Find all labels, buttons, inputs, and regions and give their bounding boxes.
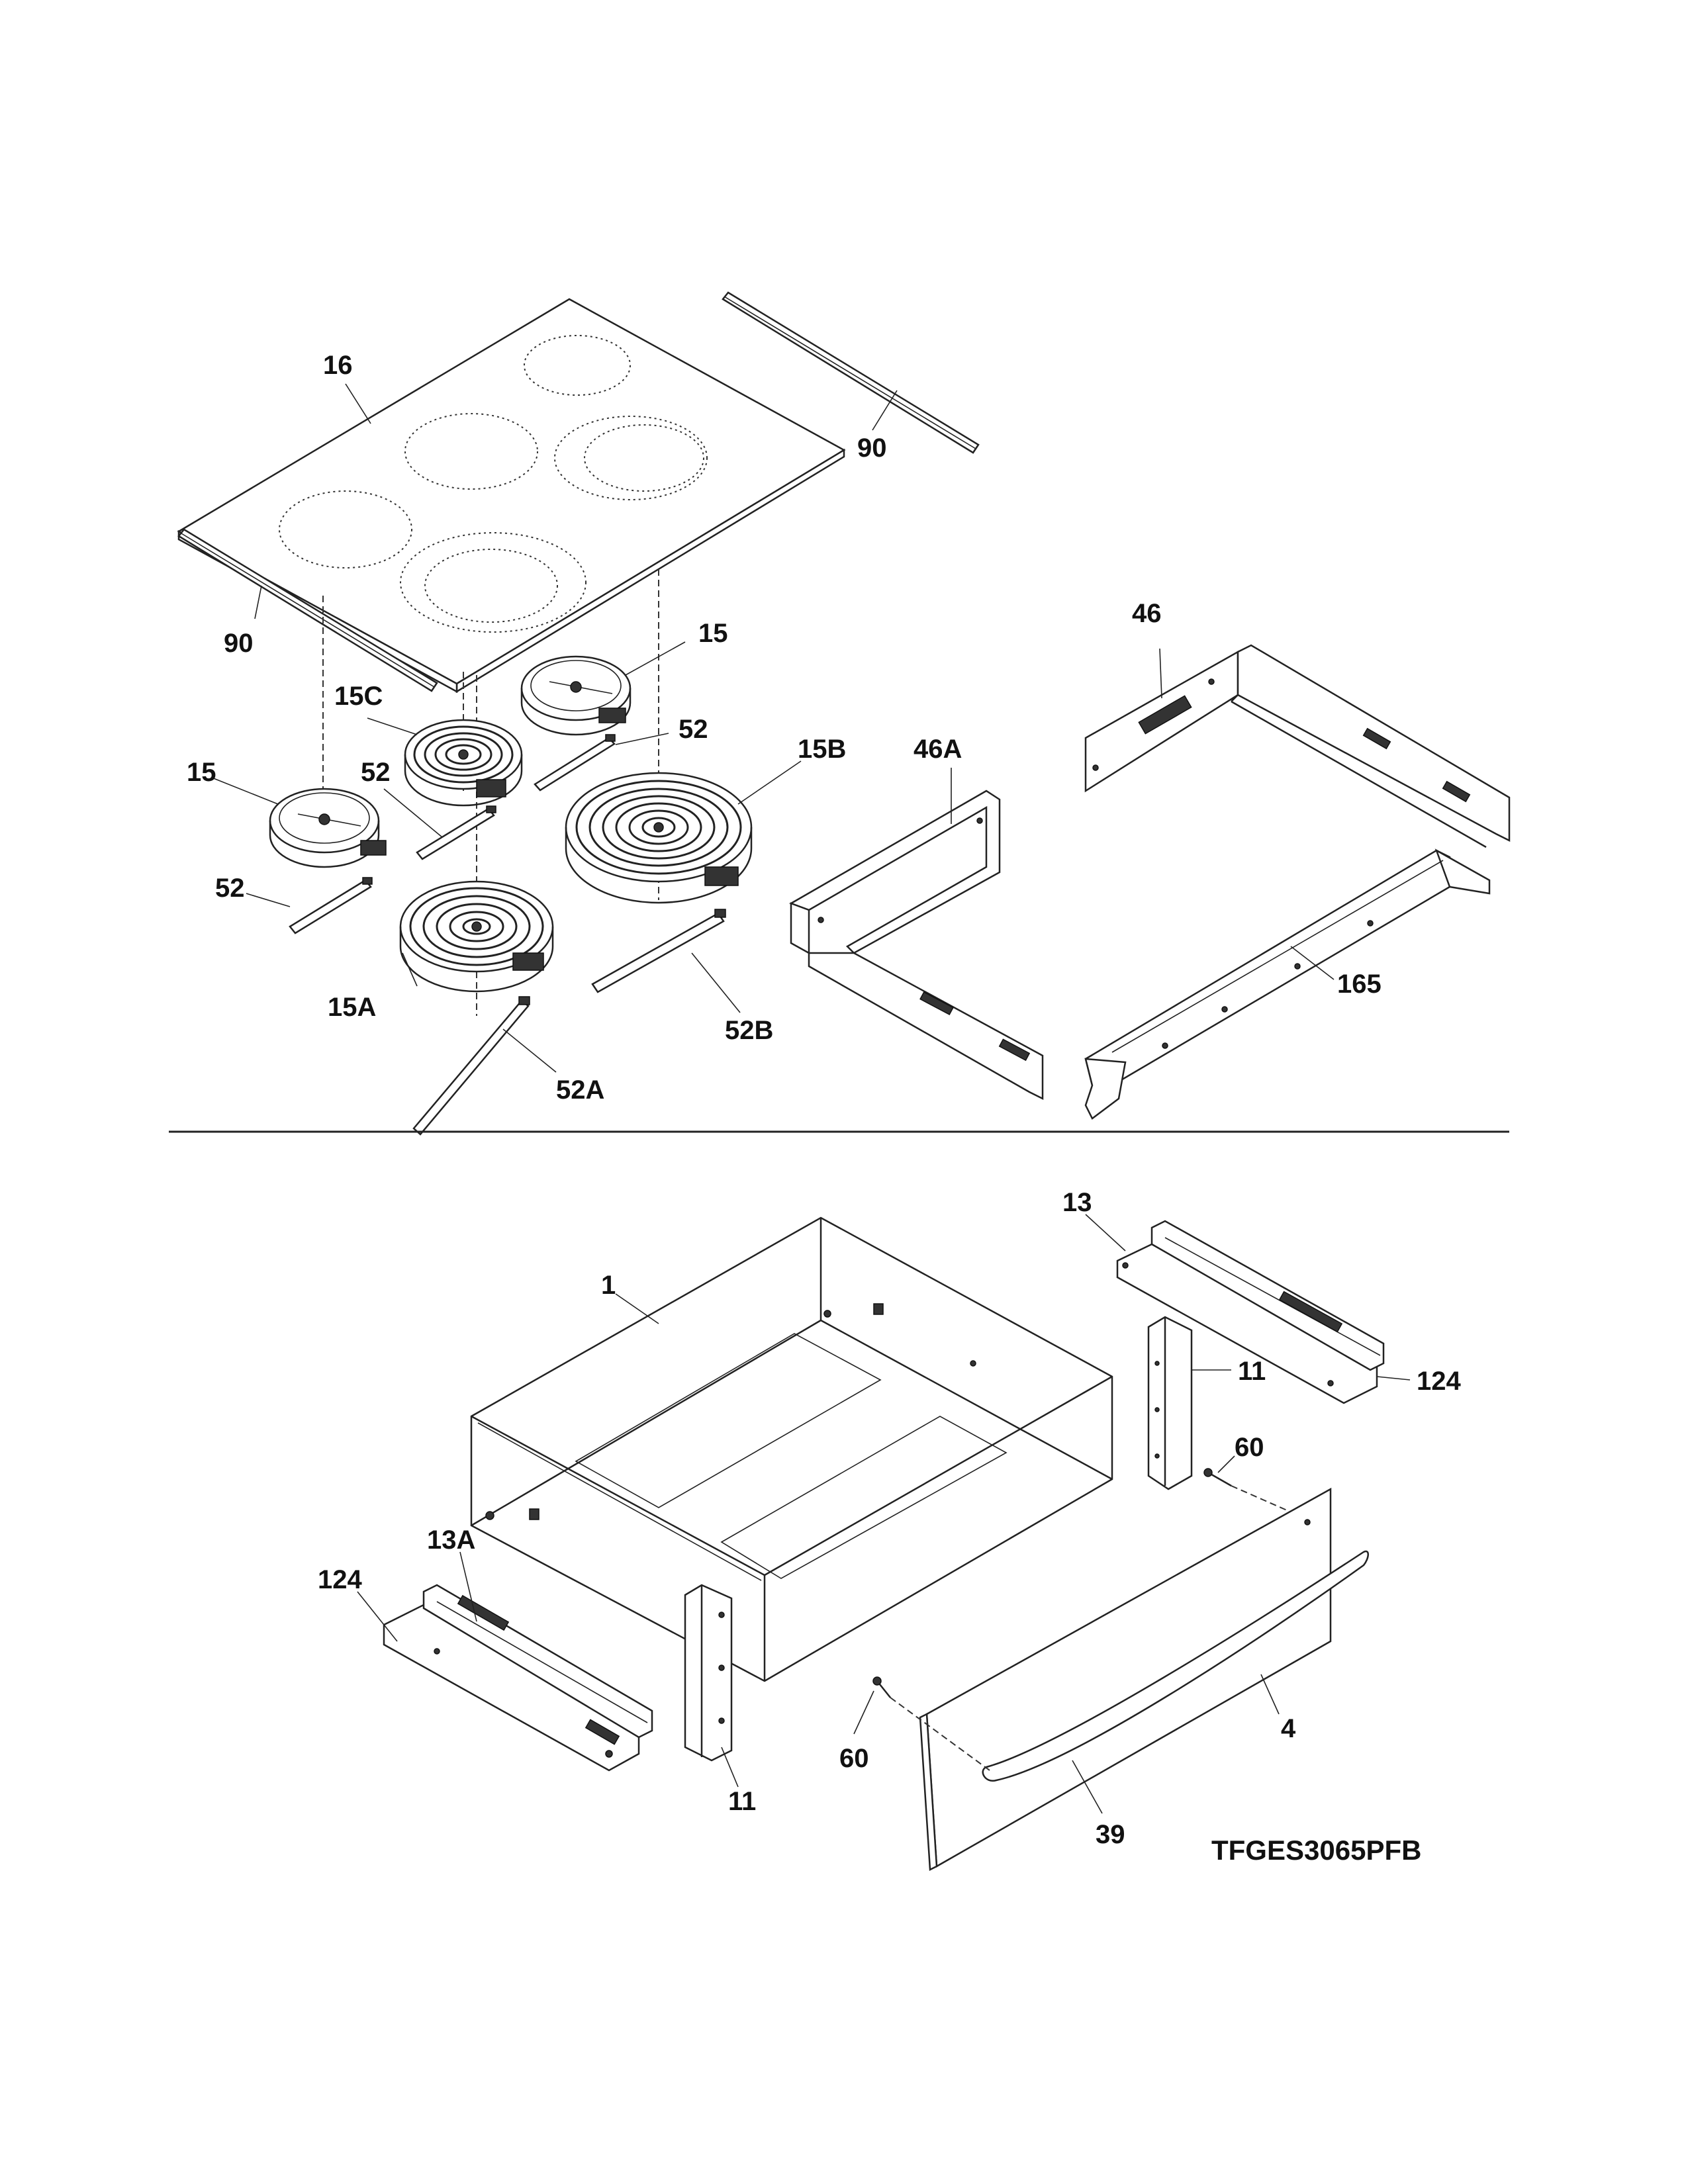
callout-15-left: 15: [187, 758, 216, 787]
callout-39: 39: [1096, 1820, 1125, 1849]
callout-15b: 15B: [798, 735, 846, 764]
callout-90-top: 90: [857, 433, 887, 463]
drawer-bracket-11-left: [684, 1584, 733, 1762]
model-number: TFGES3065PFB: [1211, 1835, 1421, 1866]
callout-52a: 52A: [556, 1075, 604, 1105]
slide-rail-13: [1116, 1220, 1385, 1404]
burner-element-15-left: [269, 788, 387, 868]
callout-11-right: 11: [1238, 1357, 1266, 1386]
burner-element-15-top: [520, 655, 632, 736]
leader-lines: [211, 383, 1411, 1814]
screw-60-left: [872, 1676, 990, 1771]
callout-15-top: 15: [698, 619, 728, 648]
callout-4: 4: [1281, 1714, 1296, 1743]
strap-52a: [412, 996, 530, 1136]
burner-element-15c: [404, 719, 523, 807]
callout-52-left: 52: [215, 874, 245, 903]
strap-52-left: [289, 877, 373, 934]
callout-13: 13: [1062, 1188, 1092, 1217]
cooktop-glass: [177, 298, 846, 694]
bracket-46a: [789, 790, 1044, 1101]
callout-16: 16: [323, 351, 353, 380]
callout-46: 46: [1132, 599, 1162, 628]
drawer-bracket-11-right: [1147, 1316, 1193, 1490]
callout-165: 165: [1337, 970, 1382, 999]
burner-element-15b: [565, 772, 753, 904]
callout-46a: 46A: [914, 735, 962, 764]
drawer-handle: [982, 1550, 1369, 1782]
callout-60-right: 60: [1235, 1433, 1264, 1462]
callout-15a: 15A: [328, 993, 376, 1022]
callout-90-left: 90: [224, 629, 254, 658]
callout-15c: 15C: [334, 682, 383, 711]
callout-1: 1: [601, 1271, 616, 1300]
callout-52-mid: 52: [361, 758, 391, 787]
callout-52-top: 52: [679, 715, 708, 744]
drawer-body: [470, 1216, 1113, 1682]
strap-52-mid: [416, 805, 496, 860]
bracket-165: [1084, 848, 1491, 1120]
trim-strip-left: [177, 528, 438, 692]
strap-52b: [591, 909, 726, 993]
callout-11-left: 11: [728, 1787, 756, 1816]
callout-124-left: 124: [318, 1565, 362, 1594]
callout-52b: 52B: [725, 1016, 773, 1045]
callout-60-left: 60: [839, 1744, 869, 1773]
callout-124-right: 124: [1417, 1367, 1461, 1396]
strap-52-top: [534, 734, 616, 792]
drawer-front: [919, 1487, 1332, 1871]
bracket-46: [1084, 644, 1511, 848]
slide-rail-13a: [383, 1584, 653, 1772]
callout-13a: 13A: [427, 1525, 475, 1555]
